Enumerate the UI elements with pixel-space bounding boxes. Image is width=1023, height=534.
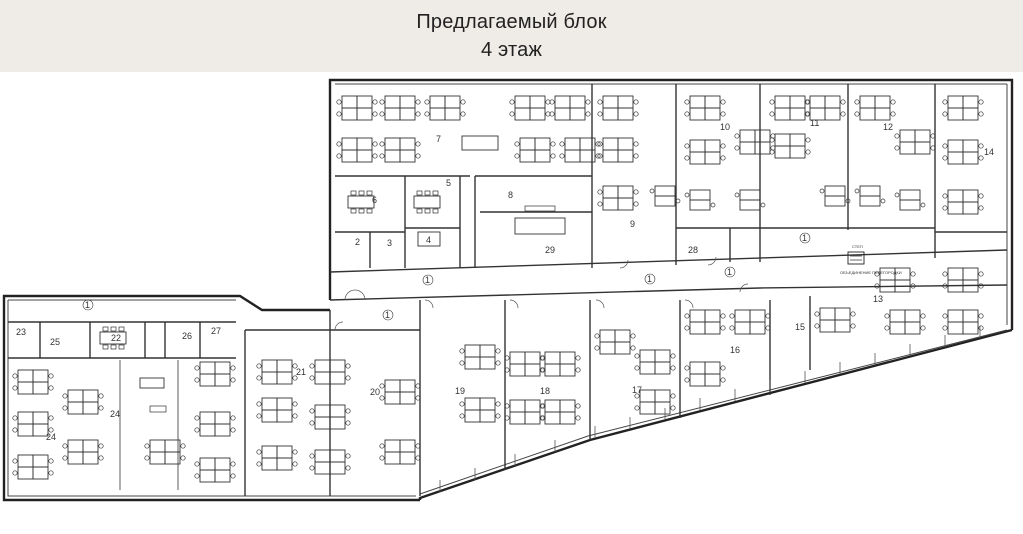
- partition-note: ОБЪЕДИНЕНИЕ ПЕРЕГОРОДКИ: [840, 270, 902, 275]
- room-number: 22: [111, 333, 121, 343]
- room-number: 3: [387, 238, 392, 248]
- room-number: 1: [385, 310, 390, 320]
- room-number: 29: [545, 245, 555, 255]
- room-number: 24: [110, 409, 120, 419]
- room-number: 27: [211, 326, 221, 336]
- room-number: 1: [802, 233, 807, 243]
- interior-walls: [329, 84, 1008, 301]
- room-number: 2: [355, 237, 360, 247]
- room-number: 17: [632, 385, 642, 395]
- room-number: 19: [455, 386, 465, 396]
- room-number: 1: [425, 275, 430, 285]
- room-number: 5: [446, 178, 451, 188]
- room-number: 20: [370, 387, 380, 397]
- floor-plan: СТЕП ОБЪЕДИНЕНИЕ ПЕРЕГОРОДКИ 1 1 1 1 1 1…: [2, 78, 1014, 502]
- room-number: 13: [873, 294, 883, 304]
- stair-marker: [847, 251, 865, 265]
- furniture-left-wing: [12, 326, 236, 490]
- outer-walls: [2, 78, 1014, 502]
- room-number: 26: [182, 331, 192, 341]
- room-number: 8: [508, 190, 513, 200]
- room-number: 14: [984, 147, 994, 157]
- room-number: 24: [46, 432, 56, 442]
- floor-label: 4 этаж: [480, 39, 543, 61]
- stair-note: СТЕП: [852, 244, 863, 249]
- room-number: 11: [810, 118, 819, 128]
- room-number: 1: [727, 267, 732, 277]
- room-number: 10: [720, 122, 730, 132]
- block-title: Предлагаемый блок: [416, 11, 607, 33]
- room-number: 6: [372, 195, 377, 205]
- room-number: 18: [540, 386, 550, 396]
- meeting-tables: [347, 135, 566, 247]
- room-number: 28: [688, 245, 698, 255]
- room-number: 4: [426, 235, 431, 245]
- room-number: 21: [296, 367, 306, 377]
- room-number: 12: [883, 122, 893, 132]
- room-number: 7: [436, 134, 441, 144]
- room-number: 15: [795, 322, 805, 332]
- room-number: 1: [647, 274, 652, 284]
- room-number: 9: [630, 219, 635, 229]
- room-number: 23: [16, 327, 26, 337]
- page-header: Предлагаемый блок 4 этаж: [0, 0, 1023, 72]
- room-labels: 1 1 1 1 1 1 2 3 4 5 6 7 8 9 10 11 12 13 …: [16, 118, 994, 442]
- room-number: 16: [730, 345, 740, 355]
- room-number: 25: [50, 337, 60, 347]
- room-number: 1: [85, 300, 90, 310]
